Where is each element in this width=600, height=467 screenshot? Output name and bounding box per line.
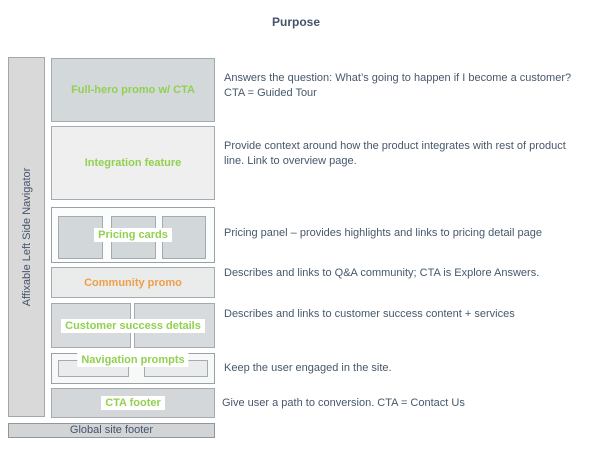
cta-footer-label: CTA footer [101, 396, 165, 410]
navigation-prompts-block: Navigation prompts [51, 353, 215, 384]
community-promo-label: Community promo [84, 276, 182, 289]
purpose-text-full-hero: Answers the question: What’s going to ha… [224, 72, 572, 99]
full-hero-promo-block: Full-hero promo w/ CTA [51, 58, 215, 122]
full-hero-promo-label: Full-hero promo w/ CTA [71, 84, 195, 96]
global-site-footer-label: Global site footer [69, 424, 154, 436]
purpose-text-cta-footer: Give user a path to conversion. CTA = Co… [222, 397, 465, 409]
purpose-text-pricing: Pricing panel – provides highlights and … [224, 227, 542, 239]
left-side-navigator-label: Affixable Left Side Navigator [20, 167, 33, 307]
integration-feature-block: Integration feature [51, 126, 215, 200]
community-promo-block: Community promo [51, 267, 215, 298]
purpose-text-integration: Provide context around how the product i… [224, 140, 566, 167]
purpose-text-navigation: Keep the user engaged in the site. [224, 362, 392, 374]
purpose-text-community: Describes and links to Q&A community; CT… [224, 267, 540, 279]
cta-footer-block: CTA footer [51, 388, 215, 418]
pricing-cards-label: Pricing cards [94, 228, 172, 242]
pricing-panel-block: Pricing cards [51, 207, 215, 263]
purpose-text-customer-success: Describes and links to customer success … [224, 308, 515, 320]
left-side-navigator-block: Affixable Left Side Navigator [8, 57, 45, 417]
global-site-footer-block: Global site footer [8, 423, 215, 438]
customer-success-label: Customer success details [61, 318, 205, 333]
navigation-prompts-label: Navigation prompts [77, 353, 189, 367]
page-title: Purpose [271, 15, 320, 29]
customer-success-block: Customer success details [51, 303, 215, 348]
integration-feature-label: Integration feature [84, 157, 182, 169]
